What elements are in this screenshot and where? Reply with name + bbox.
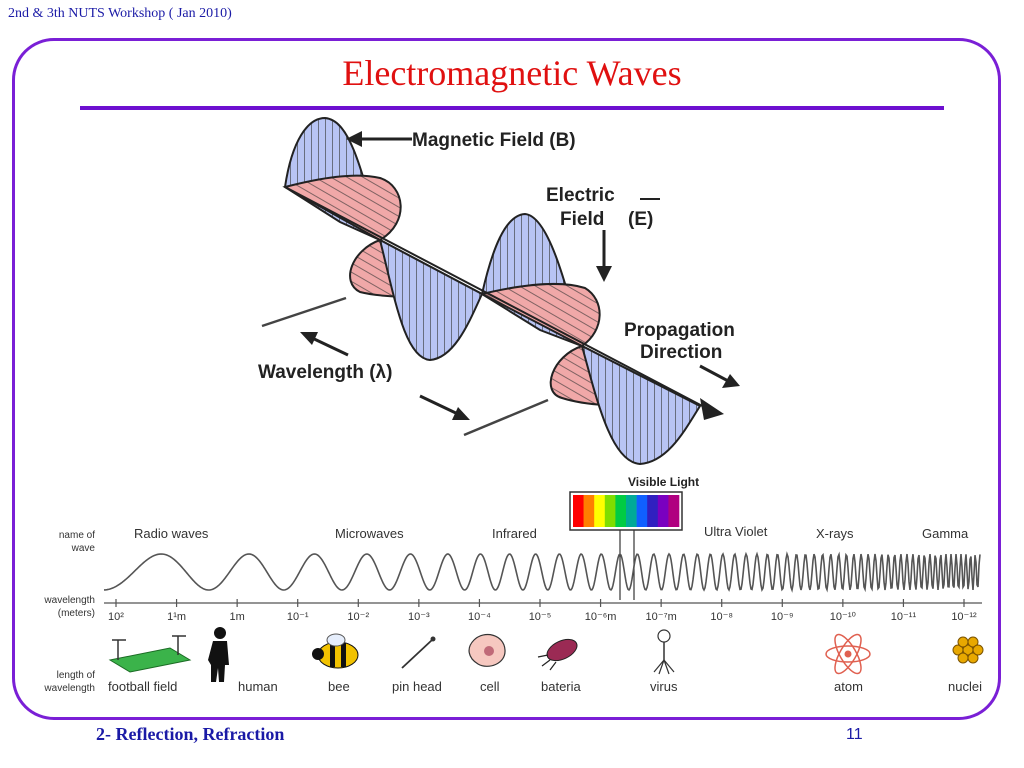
tick-label: 10⁻⁹ — [771, 611, 794, 623]
electric-field-label-2: Field — [560, 209, 604, 230]
visible-band — [615, 495, 627, 527]
wave-name-infrared: Infrared — [492, 526, 537, 541]
slide-title: Electromagnetic Waves — [342, 53, 682, 93]
visible-band — [636, 495, 648, 527]
electric-lobe-3 — [479, 282, 601, 348]
tick-label: 10⁻⁵ — [529, 611, 552, 623]
wavelength-bar-left — [261, 296, 347, 328]
tick-label: 10⁻¹⁰ — [830, 611, 857, 623]
tick-label: 10⁻⁸ — [710, 611, 733, 623]
em-wave-lobes — [282, 116, 702, 466]
tick-label: 1¹m — [167, 611, 186, 623]
visible-light-bands — [573, 495, 680, 527]
human-icon — [208, 627, 229, 682]
row-label-length-2: wavelength — [43, 683, 95, 694]
propagation-arrowhead — [700, 398, 724, 420]
object-human: human — [238, 679, 278, 694]
spectrum-chart: Visible Light name of wave wavelength (m… — [43, 475, 984, 694]
electric-field-arrow — [596, 266, 612, 282]
wavelength-tick-marks — [115, 599, 965, 607]
propagation-label-2: Direction — [640, 342, 722, 363]
visible-band — [594, 495, 606, 527]
footer-section-title: 2- Reflection, Refraction — [96, 724, 285, 744]
pin-head-icon — [401, 636, 436, 669]
wave-name-gamma: Gamma — [922, 526, 969, 541]
object-cell: cell — [480, 679, 500, 694]
propagation-axis — [284, 186, 711, 411]
tick-label: 10⁻⁴ — [468, 611, 491, 623]
visible-band — [668, 495, 680, 527]
wavelength-arrow-left — [300, 332, 318, 345]
bee-icon — [312, 633, 359, 669]
electric-field-symbol: (E) — [628, 209, 653, 230]
object-atom: atom — [834, 679, 863, 694]
magnetic-field-arrow — [346, 131, 362, 147]
propagation-arrow-head — [722, 374, 740, 388]
football-field-icon — [108, 635, 192, 673]
wavelength-label: Wavelength (λ) — [258, 362, 392, 383]
propagation-label-1: Propagation — [624, 320, 735, 341]
visible-band — [657, 495, 669, 527]
tick-label: 10⁻¹ — [287, 611, 309, 623]
visible-light-label: Visible Light — [628, 475, 699, 489]
wave-name-microwaves: Microwaves — [335, 526, 404, 541]
slide-frame — [12, 38, 1001, 720]
electric-field-label-1: Electric — [546, 185, 615, 206]
page-number: 11 — [846, 726, 863, 743]
wave-name-xrays: X-rays — [816, 526, 854, 541]
tick-label: 10² — [108, 611, 124, 623]
visible-band — [573, 495, 584, 527]
electric-lobe-1 — [282, 174, 402, 242]
object-football-field: football field — [108, 679, 177, 694]
propagation-arrow — [699, 364, 731, 384]
visible-band — [604, 495, 616, 527]
wavelength-tick-labels: 10² 1¹m 1m 10⁻¹ 10⁻² 10⁻³ 10⁻⁴ 10⁻⁵ 10⁻⁶m 10⁻⁷m 10… — [108, 611, 977, 623]
magnetic-lobe-4 — [580, 344, 702, 466]
row-label-length-1: length of — [57, 670, 96, 681]
row-label-wavelength-2: (meters) — [58, 608, 95, 619]
tick-label: 10⁻⁶m — [585, 611, 617, 623]
wavelength-arrow-right — [452, 407, 470, 420]
wave-name-radio: Radio waves — [134, 526, 209, 541]
header-note: 2nd & 3th NUTS Workshop ( Jan 2010) — [8, 6, 232, 21]
tick-label: 10⁻¹¹ — [891, 611, 917, 623]
row-label-name-2: wave — [71, 543, 96, 554]
row-label-name-1: name of — [59, 530, 95, 541]
virus-icon — [653, 629, 675, 675]
visible-band — [647, 495, 659, 527]
visible-band — [626, 495, 637, 527]
cell-icon — [468, 633, 506, 667]
tick-label: 10⁻² — [347, 611, 369, 623]
title-underline — [80, 106, 944, 110]
atom-icon — [825, 633, 871, 675]
object-bee: bee — [328, 679, 350, 694]
tick-label: 10⁻¹² — [951, 611, 977, 623]
magnetic-field-label: Magnetic Field (B) — [412, 130, 576, 151]
row-label-wavelength-1: wavelength — [43, 595, 95, 606]
visible-band — [583, 495, 595, 527]
spectrum-wave-line — [103, 551, 981, 593]
object-virus: virus — [650, 679, 678, 694]
tick-label: 10⁻⁷m — [646, 611, 677, 623]
tick-label: 1m — [230, 611, 245, 623]
magnetic-lobe-2 — [378, 238, 484, 362]
object-nuclei: nuclei — [948, 679, 982, 694]
bacteria-icon — [537, 638, 578, 671]
wavelength-bar-right — [463, 398, 549, 437]
wave-name-ultraviolet: Ultra Violet — [704, 524, 768, 539]
tick-label: 10⁻³ — [408, 611, 430, 623]
object-bacteria: bateria — [541, 679, 582, 694]
object-pin-head: pin head — [392, 679, 442, 694]
nuclei-icon — [952, 636, 984, 664]
